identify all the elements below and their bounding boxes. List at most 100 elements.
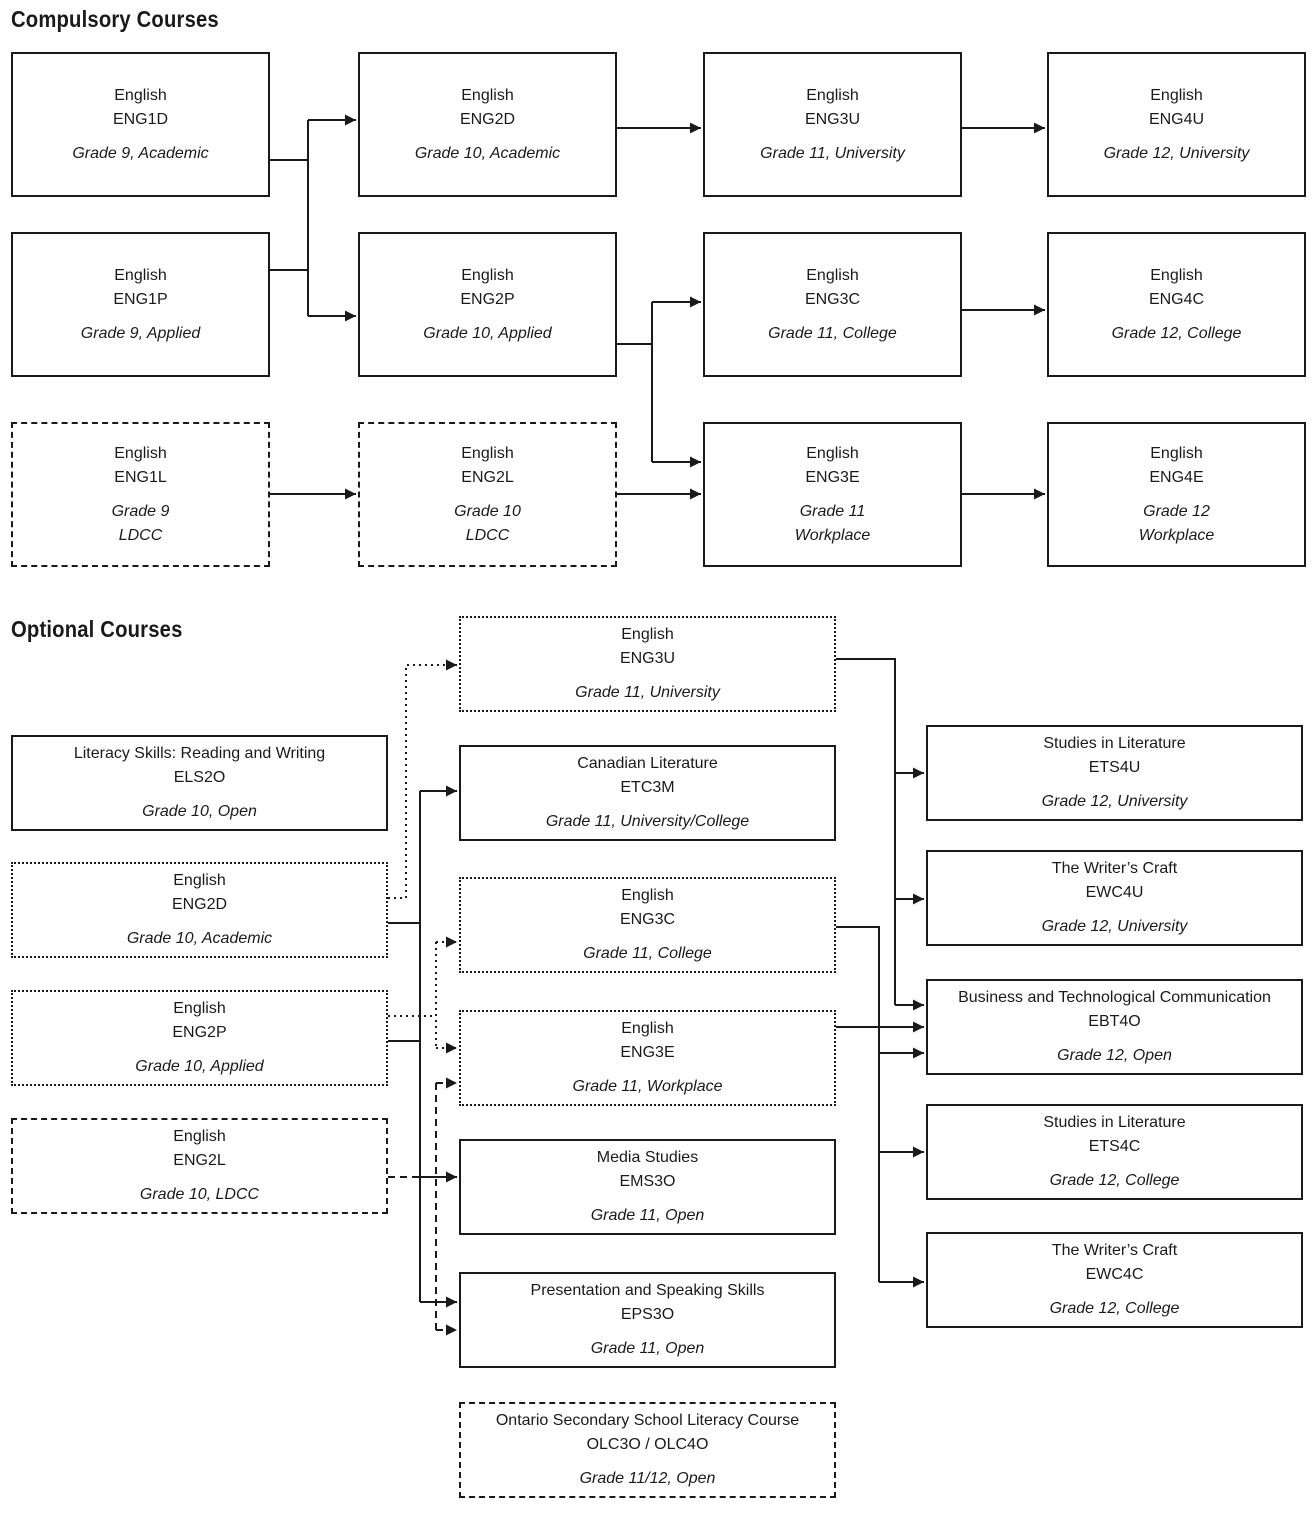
course-grade-type: Grade 11, University/College bbox=[545, 813, 750, 830]
course-code: ENG3E bbox=[620, 1044, 675, 1061]
course-code: ENG4U bbox=[1148, 110, 1205, 128]
course-grade-type: Grade 11, Open bbox=[590, 1207, 705, 1224]
course-grade-type: Grade 11, College bbox=[768, 324, 897, 342]
course-code: ENG2P bbox=[460, 290, 515, 308]
course-title: English bbox=[806, 86, 859, 104]
course-grade-type: Grade 12, College bbox=[1049, 1300, 1180, 1317]
course-code: ENG3C bbox=[804, 290, 861, 308]
course-grade-type: Grade 9, Applied bbox=[80, 324, 201, 342]
course-title: English bbox=[114, 444, 167, 462]
course-code: ENG2D bbox=[171, 896, 228, 913]
course-title: Literacy Skills: Reading and Writing bbox=[73, 745, 326, 762]
course-title: Ontario Secondary School Literacy Course bbox=[495, 1412, 800, 1429]
course-grade-type: Grade 10, LDCC bbox=[139, 1186, 260, 1203]
course-code: ENG1D bbox=[112, 110, 169, 128]
course-title: Media Studies bbox=[596, 1149, 699, 1166]
course-grade-type: Grade 12 Workplace bbox=[1138, 502, 1215, 544]
course-grade-type: Grade 12, University bbox=[1103, 144, 1250, 162]
course-title: English bbox=[621, 887, 674, 904]
course-grade-type: Grade 10 LDCC bbox=[454, 502, 521, 544]
course-code: ENG3C bbox=[619, 911, 676, 928]
course-code: EBT4O bbox=[1088, 1013, 1141, 1030]
course-code: ENG4E bbox=[1149, 468, 1204, 486]
course-title: English bbox=[621, 1020, 674, 1037]
course-title: The Writer’s Craft bbox=[1051, 860, 1178, 877]
course-title: English bbox=[1150, 444, 1203, 462]
course-title: Canadian Literature bbox=[577, 755, 718, 772]
course-grade-type: Grade 10, Applied bbox=[423, 324, 552, 342]
course-box-ebt4o: Business and Technological Communication… bbox=[926, 979, 1303, 1075]
course-code: OLC3O / OLC4O bbox=[586, 1436, 709, 1453]
course-title: English bbox=[1150, 86, 1203, 104]
course-box-olc3o-olc4o: Ontario Secondary School Literacy Course… bbox=[459, 1402, 836, 1498]
course-title: Presentation and Speaking Skills bbox=[530, 1282, 765, 1299]
course-code: EWC4C bbox=[1085, 1266, 1144, 1283]
compulsory-courses-heading: Compulsory Courses bbox=[11, 6, 219, 32]
course-grade-type: Grade 11, Workplace bbox=[572, 1078, 723, 1095]
course-title: English bbox=[806, 444, 859, 462]
course-code: ETS4U bbox=[1088, 759, 1141, 776]
course-grade-type: Grade 12, Open bbox=[1057, 1047, 1172, 1064]
course-grade-type: Grade 10, Academic bbox=[126, 930, 273, 947]
course-title: English bbox=[461, 86, 514, 104]
course-code: ENG2P bbox=[172, 1024, 227, 1041]
course-title: English bbox=[173, 872, 226, 889]
course-title: English bbox=[1150, 266, 1203, 284]
course-code: ETS4C bbox=[1088, 1138, 1141, 1155]
course-grade-type: Grade 12, University bbox=[1041, 918, 1188, 935]
course-code: EMS3O bbox=[619, 1173, 676, 1190]
course-code: ETC3M bbox=[620, 779, 675, 796]
course-grade-type: Grade 10, Academic bbox=[414, 144, 561, 162]
course-title: Studies in Literature bbox=[1043, 735, 1186, 752]
flow-line bbox=[836, 658, 896, 1005]
course-code: ELS2O bbox=[173, 769, 226, 786]
course-grade-type: Grade 10, Open bbox=[142, 803, 257, 820]
course-grade-type: Grade 11, University bbox=[760, 144, 905, 162]
course-grade-type: Grade 11, University bbox=[575, 684, 720, 701]
course-grade-type: Grade 9 LDCC bbox=[111, 502, 170, 544]
course-title: English bbox=[114, 86, 167, 104]
course-code: ENG3U bbox=[619, 650, 676, 667]
course-grade-type: Grade 12, University bbox=[1041, 793, 1188, 810]
course-code: ENG1L bbox=[114, 468, 167, 486]
course-title: English bbox=[173, 1000, 226, 1017]
course-grade-type: Grade 9, Academic bbox=[72, 144, 209, 162]
course-grade-type: Grade 11 Workplace bbox=[794, 502, 871, 544]
course-code: ENG3E bbox=[805, 468, 860, 486]
course-code: ENG2L bbox=[461, 468, 514, 486]
course-title: The Writer’s Craft bbox=[1051, 1242, 1178, 1259]
course-code: ENG2D bbox=[459, 110, 516, 128]
course-grade-type: Grade 11, Open bbox=[590, 1340, 705, 1357]
course-grade-type: Grade 11/12, Open bbox=[579, 1470, 716, 1487]
course-title: English bbox=[114, 266, 167, 284]
course-title: English bbox=[173, 1128, 226, 1145]
course-grade-type: Grade 12, College bbox=[1049, 1172, 1180, 1189]
course-code: EPS3O bbox=[620, 1306, 675, 1323]
flow-arrow bbox=[388, 659, 457, 899]
course-title: Studies in Literature bbox=[1043, 1114, 1186, 1131]
course-code: ENG2L bbox=[173, 1152, 226, 1169]
